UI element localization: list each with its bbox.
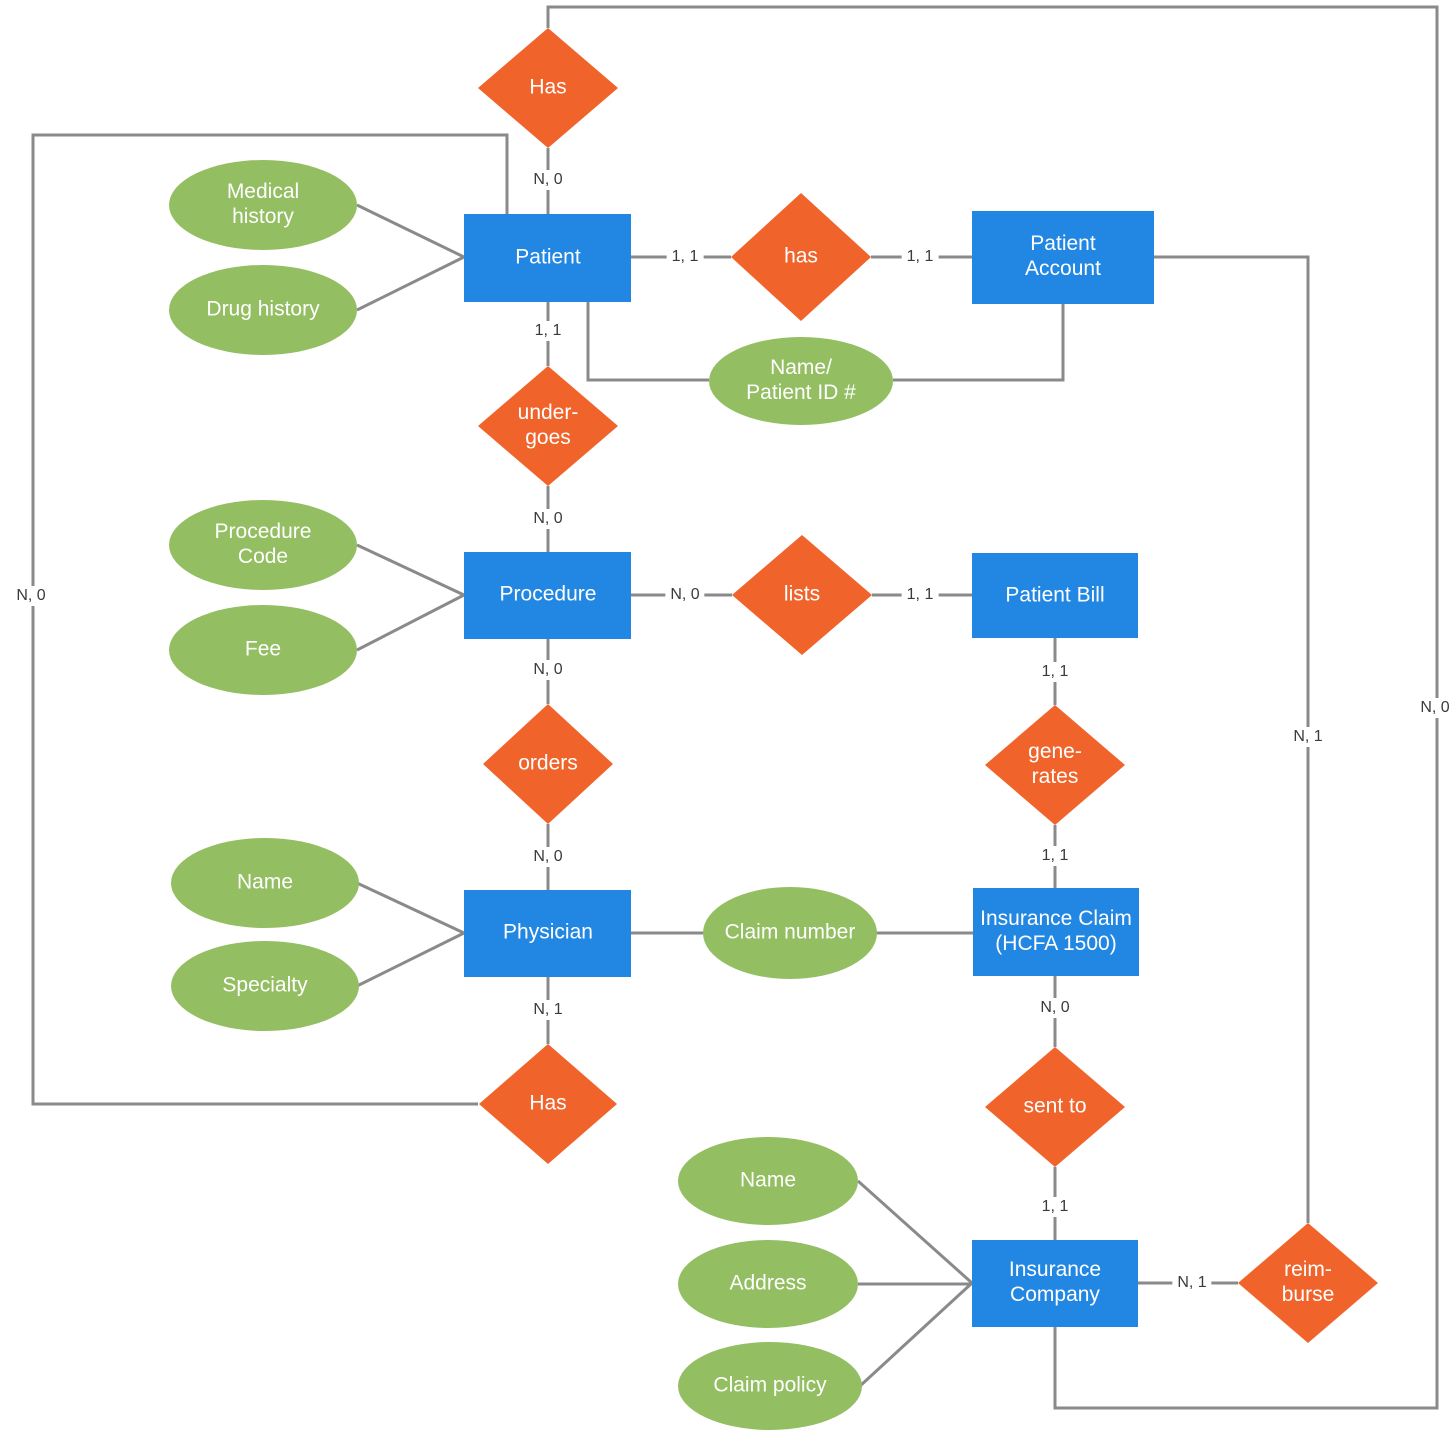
entity-patient-bill[interactable] <box>972 553 1138 638</box>
attribute-fee[interactable] <box>169 605 357 695</box>
attribute-medical-history[interactable] <box>169 160 357 250</box>
cardinality-patient-has-bottom: N, 0 <box>11 586 51 606</box>
relationship-reimburse[interactable] <box>1238 1223 1378 1343</box>
cardinality-insurance-claim-sent-to: N, 0 <box>1035 998 1075 1018</box>
cardinality-patient-account-reimburse: N, 1 <box>1288 727 1328 747</box>
entity-patient-account[interactable] <box>972 211 1154 304</box>
entity-patient[interactable] <box>464 214 631 302</box>
attribute-procedure-code[interactable] <box>169 500 357 590</box>
connector-patient-account-reimburse[interactable] <box>1154 255 1310 1223</box>
connector-fee-procedure[interactable] <box>356 593 465 652</box>
cardinality-has-patient-account: 1, 1 <box>901 247 939 267</box>
cardinality-lists-patient-bill: 1, 1 <box>901 585 939 605</box>
cardinality-procedure-lists: N, 0 <box>665 585 705 605</box>
attribute-name-patient-id[interactable] <box>709 337 893 425</box>
relationship-has-top[interactable] <box>478 28 618 148</box>
connector-patient-name-patient-id[interactable] <box>586 302 709 382</box>
connector-patient-account-name-patient-id[interactable] <box>893 304 1065 382</box>
connector-medical-history-patient[interactable] <box>356 203 465 259</box>
cardinality-physician-has-bottom: N, 1 <box>528 1000 568 1020</box>
cardinality-patient-has: 1, 1 <box>666 247 704 267</box>
cardinality-sent-to-insurance-company: 1, 1 <box>1036 1197 1074 1217</box>
relationship-has[interactable] <box>731 193 871 321</box>
cardinality-generates-insurance-claim: 1, 1 <box>1036 846 1074 866</box>
cardinality-insurance-company-reimburse: N, 1 <box>1172 1273 1212 1293</box>
relationship-has-bottom[interactable] <box>479 1044 617 1164</box>
cardinality-patient-undergoes: 1, 1 <box>529 321 567 341</box>
connector-procedure-code-procedure[interactable] <box>356 543 465 597</box>
cardinality-procedure-orders: N, 0 <box>528 660 568 680</box>
entity-physician[interactable] <box>464 890 631 977</box>
attribute-physician-name[interactable] <box>171 838 359 928</box>
connector-name-physician[interactable] <box>356 881 465 935</box>
cardinality-orders-physician: N, 0 <box>528 847 568 867</box>
connector-patient-has-bottom-loop[interactable] <box>31 133 509 1106</box>
attribute-drug-history[interactable] <box>169 265 357 355</box>
entity-procedure[interactable] <box>464 552 631 639</box>
cardinality-patient-has-top: N, 0 <box>528 170 568 190</box>
relationship-undergoes[interactable] <box>478 366 618 486</box>
entity-insurance-company[interactable] <box>972 1240 1138 1327</box>
connector-specialty-physician[interactable] <box>356 931 465 988</box>
attribute-insurance-name[interactable] <box>678 1137 858 1225</box>
relationship-orders[interactable] <box>483 704 613 824</box>
connector-drug-history-patient[interactable] <box>356 255 465 312</box>
cardinality-has-top-insurance-company: N, 0 <box>1415 698 1450 718</box>
entity-insurance-claim[interactable] <box>973 888 1139 976</box>
connector-name-insurance-company[interactable] <box>856 1179 974 1285</box>
relationship-generates[interactable] <box>985 705 1125 825</box>
cardinality-patient-bill-generates: 1, 1 <box>1036 662 1074 682</box>
attribute-address[interactable] <box>678 1240 858 1328</box>
attribute-claim-number[interactable] <box>703 887 877 979</box>
attribute-claim-policy[interactable] <box>678 1342 862 1430</box>
connector-claim-policy-insurance-company[interactable] <box>858 1281 974 1388</box>
relationship-lists[interactable] <box>732 535 872 655</box>
cardinality-undergoes-procedure: N, 0 <box>528 509 568 529</box>
relationship-sent-to[interactable] <box>985 1047 1125 1167</box>
attribute-specialty[interactable] <box>171 941 359 1031</box>
